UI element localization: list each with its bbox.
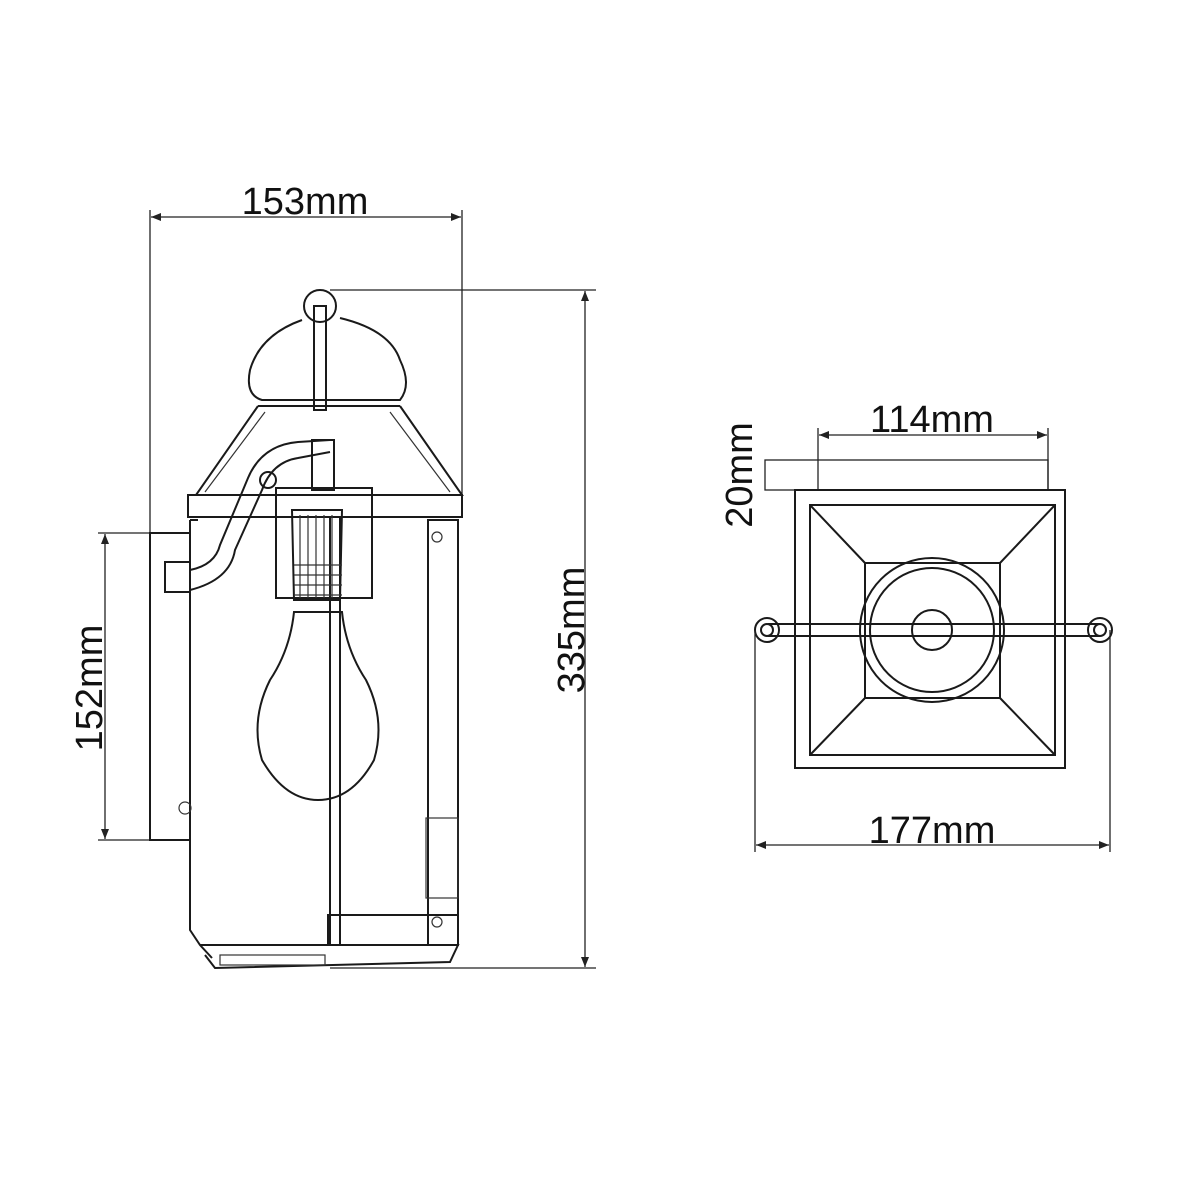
backplate-label: 152mm	[69, 625, 111, 752]
inner-width-label: 114mm	[870, 399, 994, 441]
depth-dimension: 20mm	[719, 422, 1049, 528]
height-label: 335mm	[551, 567, 593, 694]
inner-width-dimension: 114mm	[817, 399, 1049, 490]
height-dimension: 335mm	[330, 289, 596, 969]
depth-label: 20mm	[719, 422, 761, 528]
overall-width-dimension: 177mm	[754, 630, 1111, 852]
overall-width-label: 177mm	[869, 810, 996, 852]
lantern-side-drawing	[149, 289, 464, 970]
lantern-top-drawing	[754, 489, 1113, 769]
backplate-dimension: 152mm	[69, 532, 190, 841]
side-view: 153mm 335mm 152mm	[69, 181, 596, 970]
width-dimension: 153mm	[149, 181, 463, 535]
width-label: 153mm	[242, 181, 369, 223]
top-view: 114mm 20mm	[719, 399, 1113, 852]
